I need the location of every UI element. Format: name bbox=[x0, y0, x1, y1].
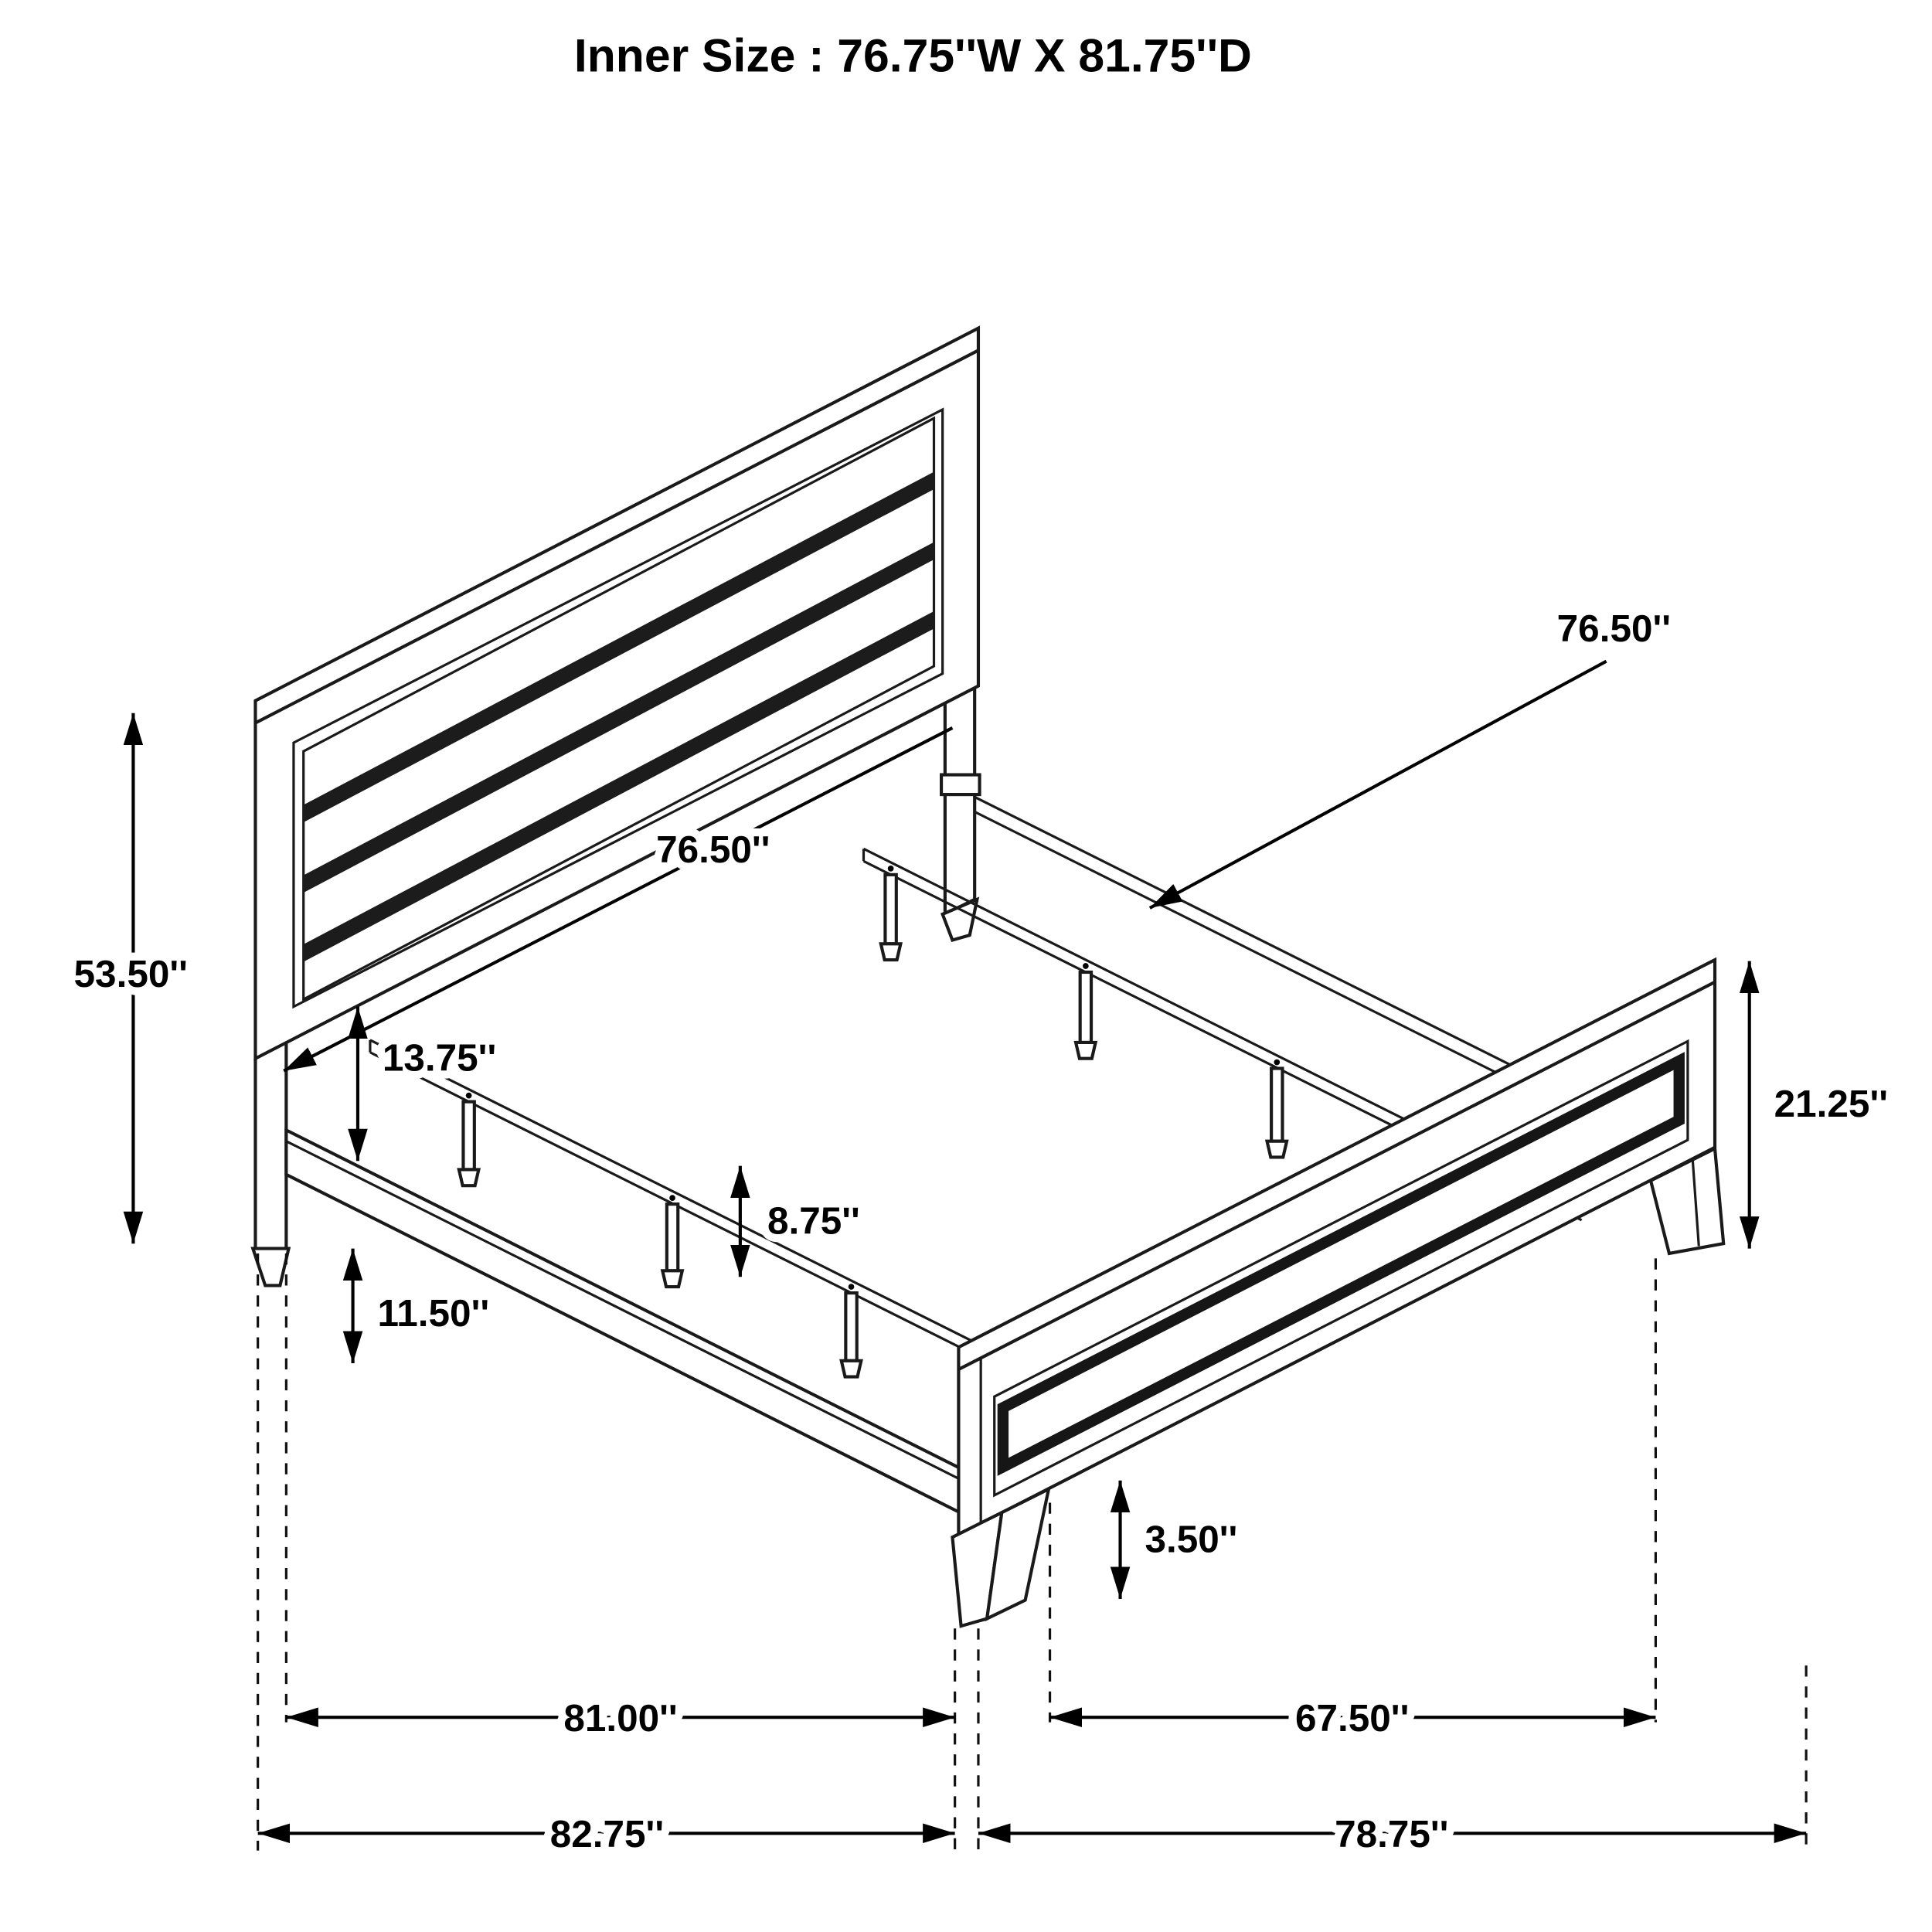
dim-label-foot-height: 3.50'' bbox=[1145, 1518, 1237, 1560]
dim-label-center-rail-length: 76.50'' bbox=[1557, 607, 1671, 650]
headboard-slat-band bbox=[302, 611, 935, 962]
dim-label-footboard-inner-span: 67.50'' bbox=[1295, 1697, 1409, 1740]
rail-bolt bbox=[669, 1195, 675, 1201]
headboard-slat-band bbox=[302, 542, 935, 893]
support-frame bbox=[369, 795, 1711, 1398]
rail-bolt bbox=[1274, 1059, 1281, 1066]
headboard-left-foot bbox=[250, 1247, 291, 1287]
headboard-right-foot bbox=[940, 896, 980, 942]
side-rail-edge bbox=[285, 1140, 975, 1488]
footboard-top-cap bbox=[957, 980, 1716, 1371]
footboard-right-foot bbox=[1648, 1146, 1726, 1256]
headboard bbox=[250, 325, 981, 1287]
dim-label-panel-to-rail: 13.75'' bbox=[383, 1037, 496, 1080]
dim-label-side-rail-length: 81.00'' bbox=[563, 1697, 677, 1740]
headboard-panel bbox=[253, 325, 981, 1062]
headboard-slat-band bbox=[302, 471, 935, 823]
dim-label-rail-height: 11.50'' bbox=[378, 1292, 490, 1335]
support-leg bbox=[665, 1202, 680, 1273]
headboard-inner-frame-outer bbox=[292, 407, 944, 1009]
center-rail-2 bbox=[369, 1039, 1060, 1398]
headboard-right-post bbox=[943, 688, 977, 917]
dim-label-headboard-height: 53.50'' bbox=[74, 953, 188, 995]
leader-headboard-rail bbox=[283, 726, 954, 1073]
support-leg bbox=[883, 872, 898, 946]
rail-bracket bbox=[939, 773, 981, 797]
diagram-title: Inner Size : 76.75''W X 81.75''D bbox=[574, 29, 1252, 82]
support-leg-foot bbox=[839, 1359, 863, 1379]
support-leg-foot bbox=[1264, 1139, 1289, 1159]
support-leg-foot bbox=[1073, 1040, 1098, 1060]
dimension-annotations: 76.50'' 76.50'' 53.50'' 13.75'' 11.50'' … bbox=[66, 600, 1896, 1863]
support-leg bbox=[1270, 1066, 1284, 1143]
support-leg-foot bbox=[660, 1269, 685, 1289]
dim-label-leg-height: 8.75'' bbox=[767, 1199, 860, 1242]
support-leg bbox=[844, 1291, 859, 1362]
leader-center-rail bbox=[1148, 659, 1607, 910]
dim-label-headboard-rail-length: 76.50'' bbox=[656, 828, 770, 871]
footboard bbox=[951, 957, 1726, 1628]
headboard-top-cap bbox=[254, 349, 979, 725]
dim-label-overall-width: 78.75'' bbox=[1335, 1813, 1448, 1855]
footboard-panel bbox=[957, 957, 1717, 1538]
dim-label-overall-depth: 82.75'' bbox=[550, 1813, 664, 1855]
dim-label-footboard-height: 21.25'' bbox=[1774, 1083, 1888, 1125]
support-leg-foot bbox=[457, 1168, 481, 1188]
rail-bolt bbox=[1083, 963, 1089, 969]
rail-bolt bbox=[465, 1092, 472, 1099]
support-leg bbox=[1078, 970, 1094, 1045]
support-leg bbox=[461, 1100, 476, 1172]
rail-bolt bbox=[887, 866, 894, 872]
support-leg-foot bbox=[879, 942, 903, 962]
footboard-dark-frame bbox=[997, 1052, 1685, 1476]
footboard-inner-frame bbox=[993, 1039, 1689, 1498]
rail-bolt bbox=[848, 1284, 855, 1290]
headboard-left-post bbox=[253, 1042, 288, 1250]
footboard-right-foot-edge bbox=[1691, 1159, 1700, 1247]
headboard-inner-frame-inner bbox=[302, 416, 936, 1002]
footboard-left-foot-side bbox=[985, 1486, 1051, 1622]
